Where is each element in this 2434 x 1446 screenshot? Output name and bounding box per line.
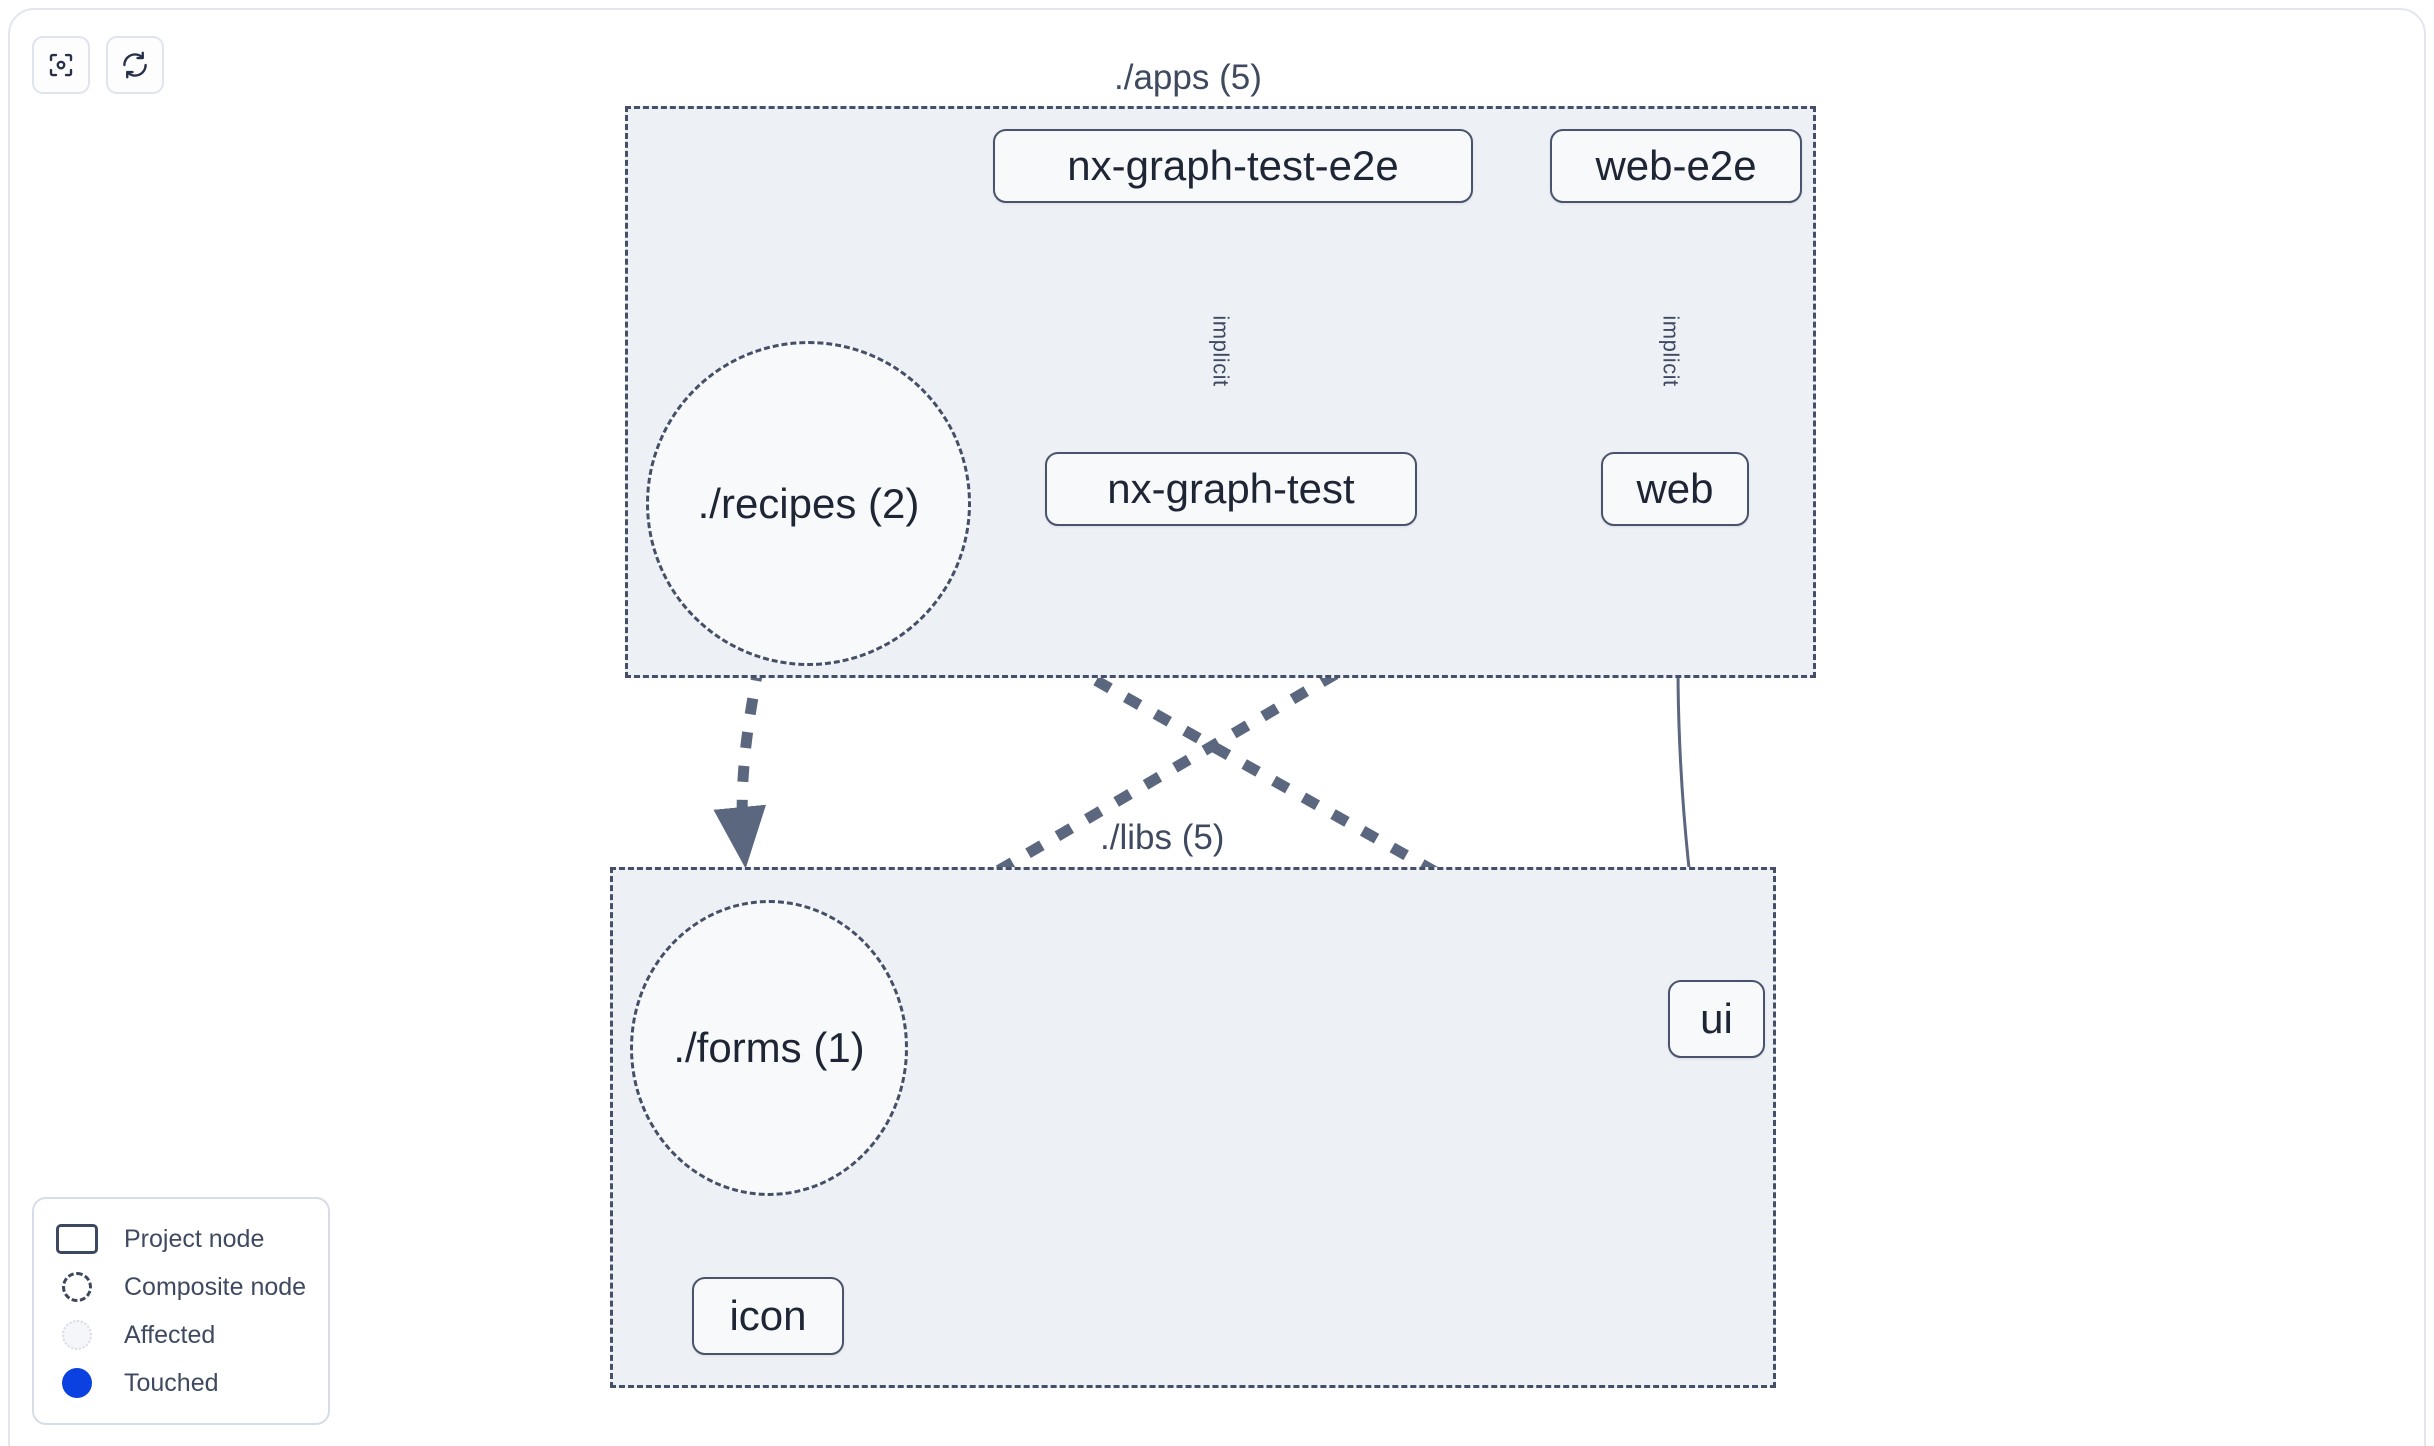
project-node-icon[interactable]: icon — [692, 1277, 844, 1355]
composite-node-swatch — [56, 1271, 98, 1303]
affected-swatch — [56, 1319, 98, 1351]
project-node-ui[interactable]: ui — [1668, 980, 1765, 1058]
legend-label: Project node — [124, 1224, 265, 1253]
graph-toolbar — [32, 36, 164, 94]
node-label: ui — [1700, 995, 1733, 1042]
node-label: web-e2e — [1595, 142, 1757, 189]
edge-label-implicit-nx-graph-test: implicit — [1208, 315, 1234, 387]
project-node-web-e2e[interactable]: web-e2e — [1550, 129, 1802, 203]
node-label: web — [1636, 465, 1714, 512]
refresh-icon — [120, 50, 150, 80]
legend-label: Touched — [124, 1368, 219, 1397]
refresh-graph-button[interactable] — [106, 36, 164, 94]
group-label-apps: ./apps (5) — [1114, 58, 1262, 97]
node-label: icon — [729, 1292, 807, 1339]
node-label: nx-graph-test-e2e — [1067, 142, 1399, 189]
legend-item-composite-node: Composite node — [56, 1263, 310, 1311]
touched-swatch — [56, 1367, 98, 1399]
focus-target-icon — [46, 50, 76, 80]
node-label: ./forms (1) — [673, 1024, 865, 1071]
legend-item-affected: Affected — [56, 1311, 310, 1359]
project-node-swatch — [56, 1223, 98, 1255]
node-label: nx-graph-test — [1107, 465, 1355, 512]
focus-graph-button[interactable] — [32, 36, 90, 94]
edge-label-implicit-web: implicit — [1658, 315, 1684, 387]
legend-item-project-node: Project node — [56, 1215, 310, 1263]
composite-node-forms[interactable]: ./forms (1) — [630, 900, 908, 1196]
graph-legend: Project node Composite node Affected Tou… — [32, 1197, 330, 1425]
legend-item-touched: Touched — [56, 1359, 310, 1407]
group-label-libs: ./libs (5) — [1100, 818, 1225, 857]
composite-node-recipes[interactable]: ./recipes (2) — [646, 341, 971, 666]
legend-label: Affected — [124, 1320, 216, 1349]
legend-label: Composite node — [124, 1272, 307, 1301]
project-node-web[interactable]: web — [1601, 452, 1749, 526]
edge-recipes-to-forms — [713, 663, 767, 869]
project-node-nx-graph-test[interactable]: nx-graph-test — [1045, 452, 1417, 526]
project-node-nx-graph-test-e2e[interactable]: nx-graph-test-e2e — [993, 129, 1473, 203]
node-label: ./recipes (2) — [697, 479, 920, 527]
